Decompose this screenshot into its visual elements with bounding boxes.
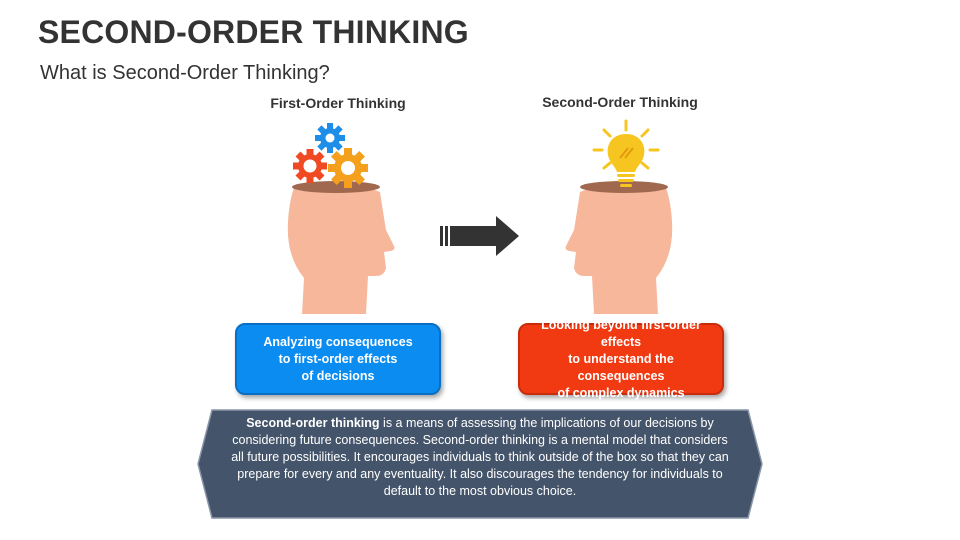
gears-icon: [293, 123, 368, 188]
page-title: SECOND-ORDER THINKING: [38, 14, 469, 50]
head-with-lightbulb-figure: [565, 119, 673, 314]
red-gear-icon: [293, 149, 327, 183]
first-order-label: First-Order Thinking: [270, 95, 406, 111]
definition-body: is a means of assessing the implications…: [231, 416, 729, 498]
second-order-label: Second-Order Thinking: [542, 94, 698, 110]
head-silhouette: [565, 181, 673, 314]
orange-gear-icon: [328, 148, 368, 188]
lightbulb-icon: [592, 119, 660, 187]
definition-term: Second-order thinking: [246, 416, 380, 430]
definition-text: Second-order thinking is a means of asse…: [230, 415, 730, 513]
definition-panel: [197, 409, 763, 519]
head-with-gears-figure: [287, 123, 395, 314]
right-arrow-icon: [440, 216, 519, 256]
blue-gear-icon: [315, 123, 345, 153]
second-order-description-box: Looking beyond first-order effects to un…: [518, 318, 724, 400]
head-silhouette: [287, 181, 395, 314]
page-subtitle: What is Second-Order Thinking?: [40, 62, 330, 84]
first-order-description-box: Analyzing consequences to first-order ef…: [235, 323, 441, 395]
